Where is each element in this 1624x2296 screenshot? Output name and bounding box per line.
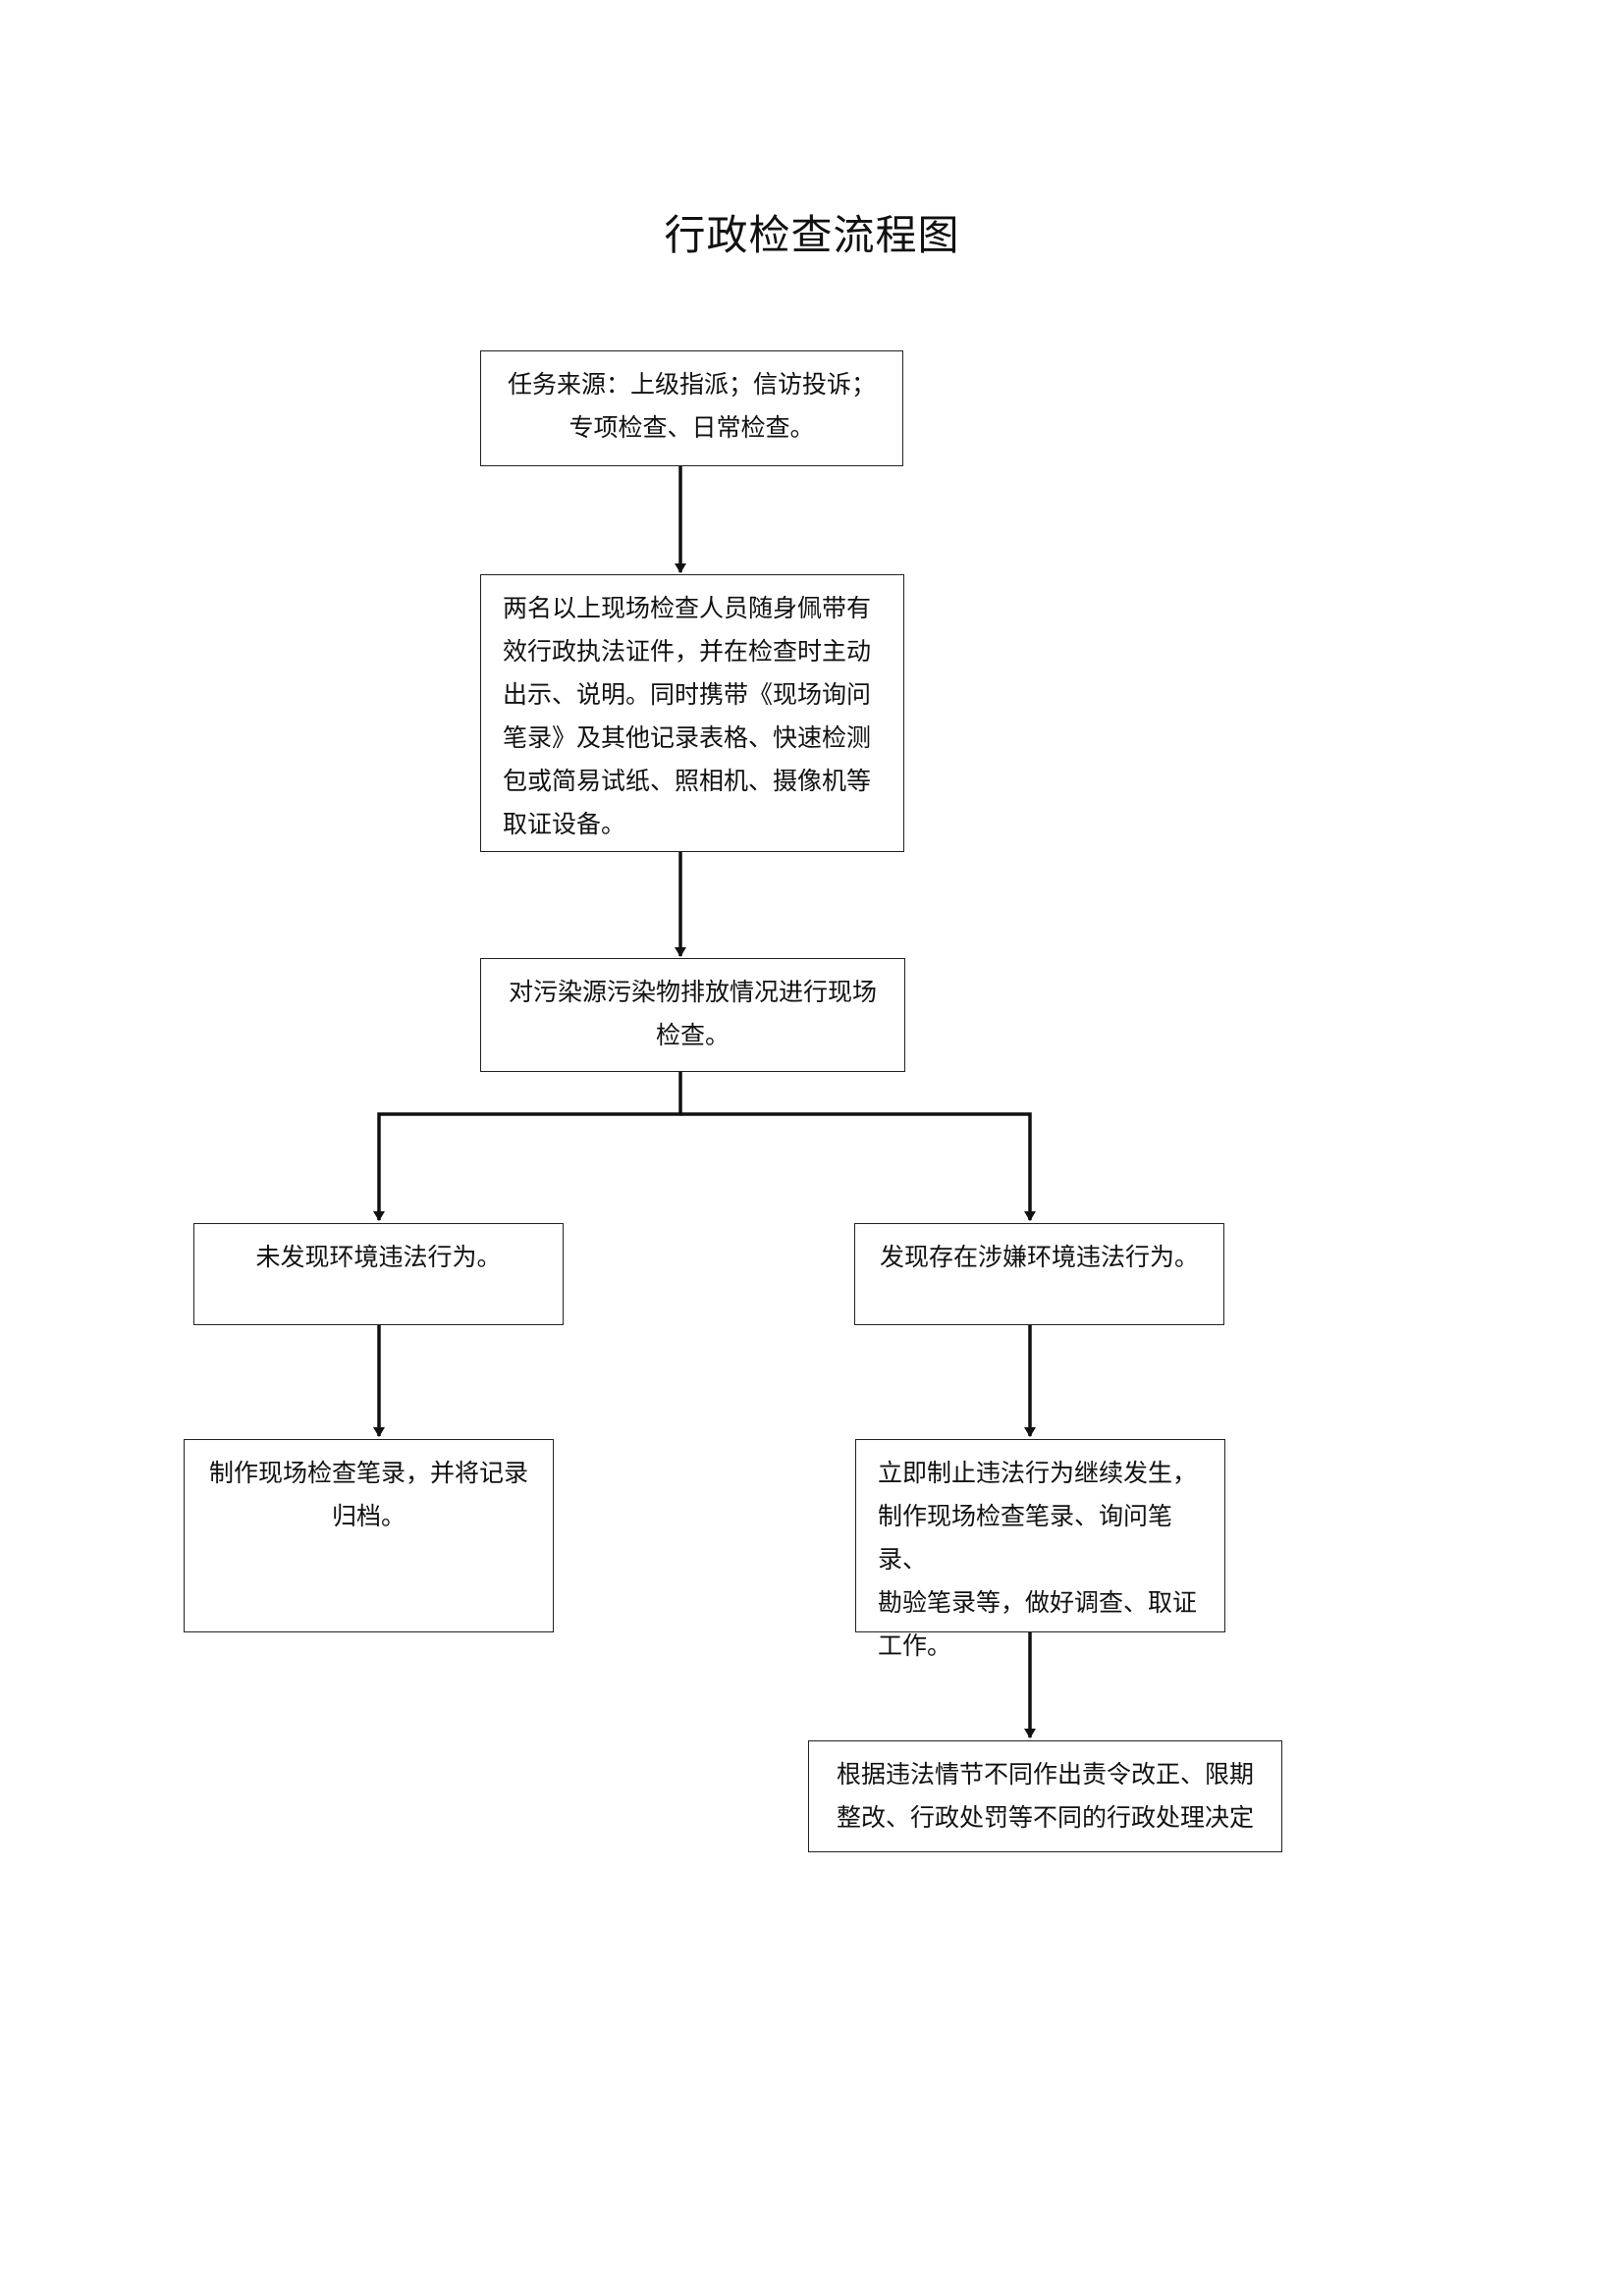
node-stop-and-investigate: 立即制止违法行为继续发生， 制作现场检查笔录、询问笔录、 勘验笔录等，做好调查、… — [855, 1439, 1225, 1660]
node-onsite-check-text: 对污染源污染物排放情况进行现场 检查。 — [508, 978, 877, 1049]
node-violation-found: 发现存在涉嫌环境违法行为。 — [854, 1223, 1224, 1325]
node-preparation: 两名以上现场检查人员随身佩带有 效行政执法证件，并在检查时主动 出示、说明。同时… — [480, 574, 904, 852]
connector-onsite-branch-right — [680, 1112, 1036, 1221]
connector-onsite-branch — [373, 1072, 682, 1221]
node-onsite-check: 对污染源污染物排放情况进行现场 检查。 — [480, 958, 905, 1072]
node-task-source: 任务来源：上级指派；信访投诉； 专项检查、日常检查。 — [480, 350, 903, 466]
page-title: 行政检查流程图 — [664, 211, 960, 259]
node-no-violation: 未发现环境违法行为。 — [193, 1223, 564, 1325]
node-administrative-decision-text: 根据违法情节不同作出责令改正、限期 整改、行政处罚等不同的行政处理决定 — [836, 1760, 1254, 1832]
node-violation-found-text: 发现存在涉嫌环境违法行为。 — [879, 1243, 1199, 1271]
node-record-archive: 制作现场检查笔录，并将记录 归档。 — [184, 1439, 554, 1632]
node-no-violation-text: 未发现环境违法行为。 — [255, 1243, 502, 1271]
node-record-archive-text: 制作现场检查笔录，并将记录 归档。 — [208, 1459, 528, 1530]
node-stop-and-investigate-text: 立即制止违法行为继续发生， 制作现场检查笔录、询问笔录、 勘验笔录等，做好调查、… — [878, 1459, 1198, 1660]
node-task-source-text: 任务来源：上级指派；信访投诉； 专项检查、日常检查。 — [507, 370, 876, 442]
node-preparation-text: 两名以上现场检查人员随身佩带有 效行政执法证件，并在检查时主动 出示、说明。同时… — [503, 594, 872, 838]
node-administrative-decision: 根据违法情节不同作出责令改正、限期 整改、行政处罚等不同的行政处理决定 — [808, 1740, 1282, 1852]
